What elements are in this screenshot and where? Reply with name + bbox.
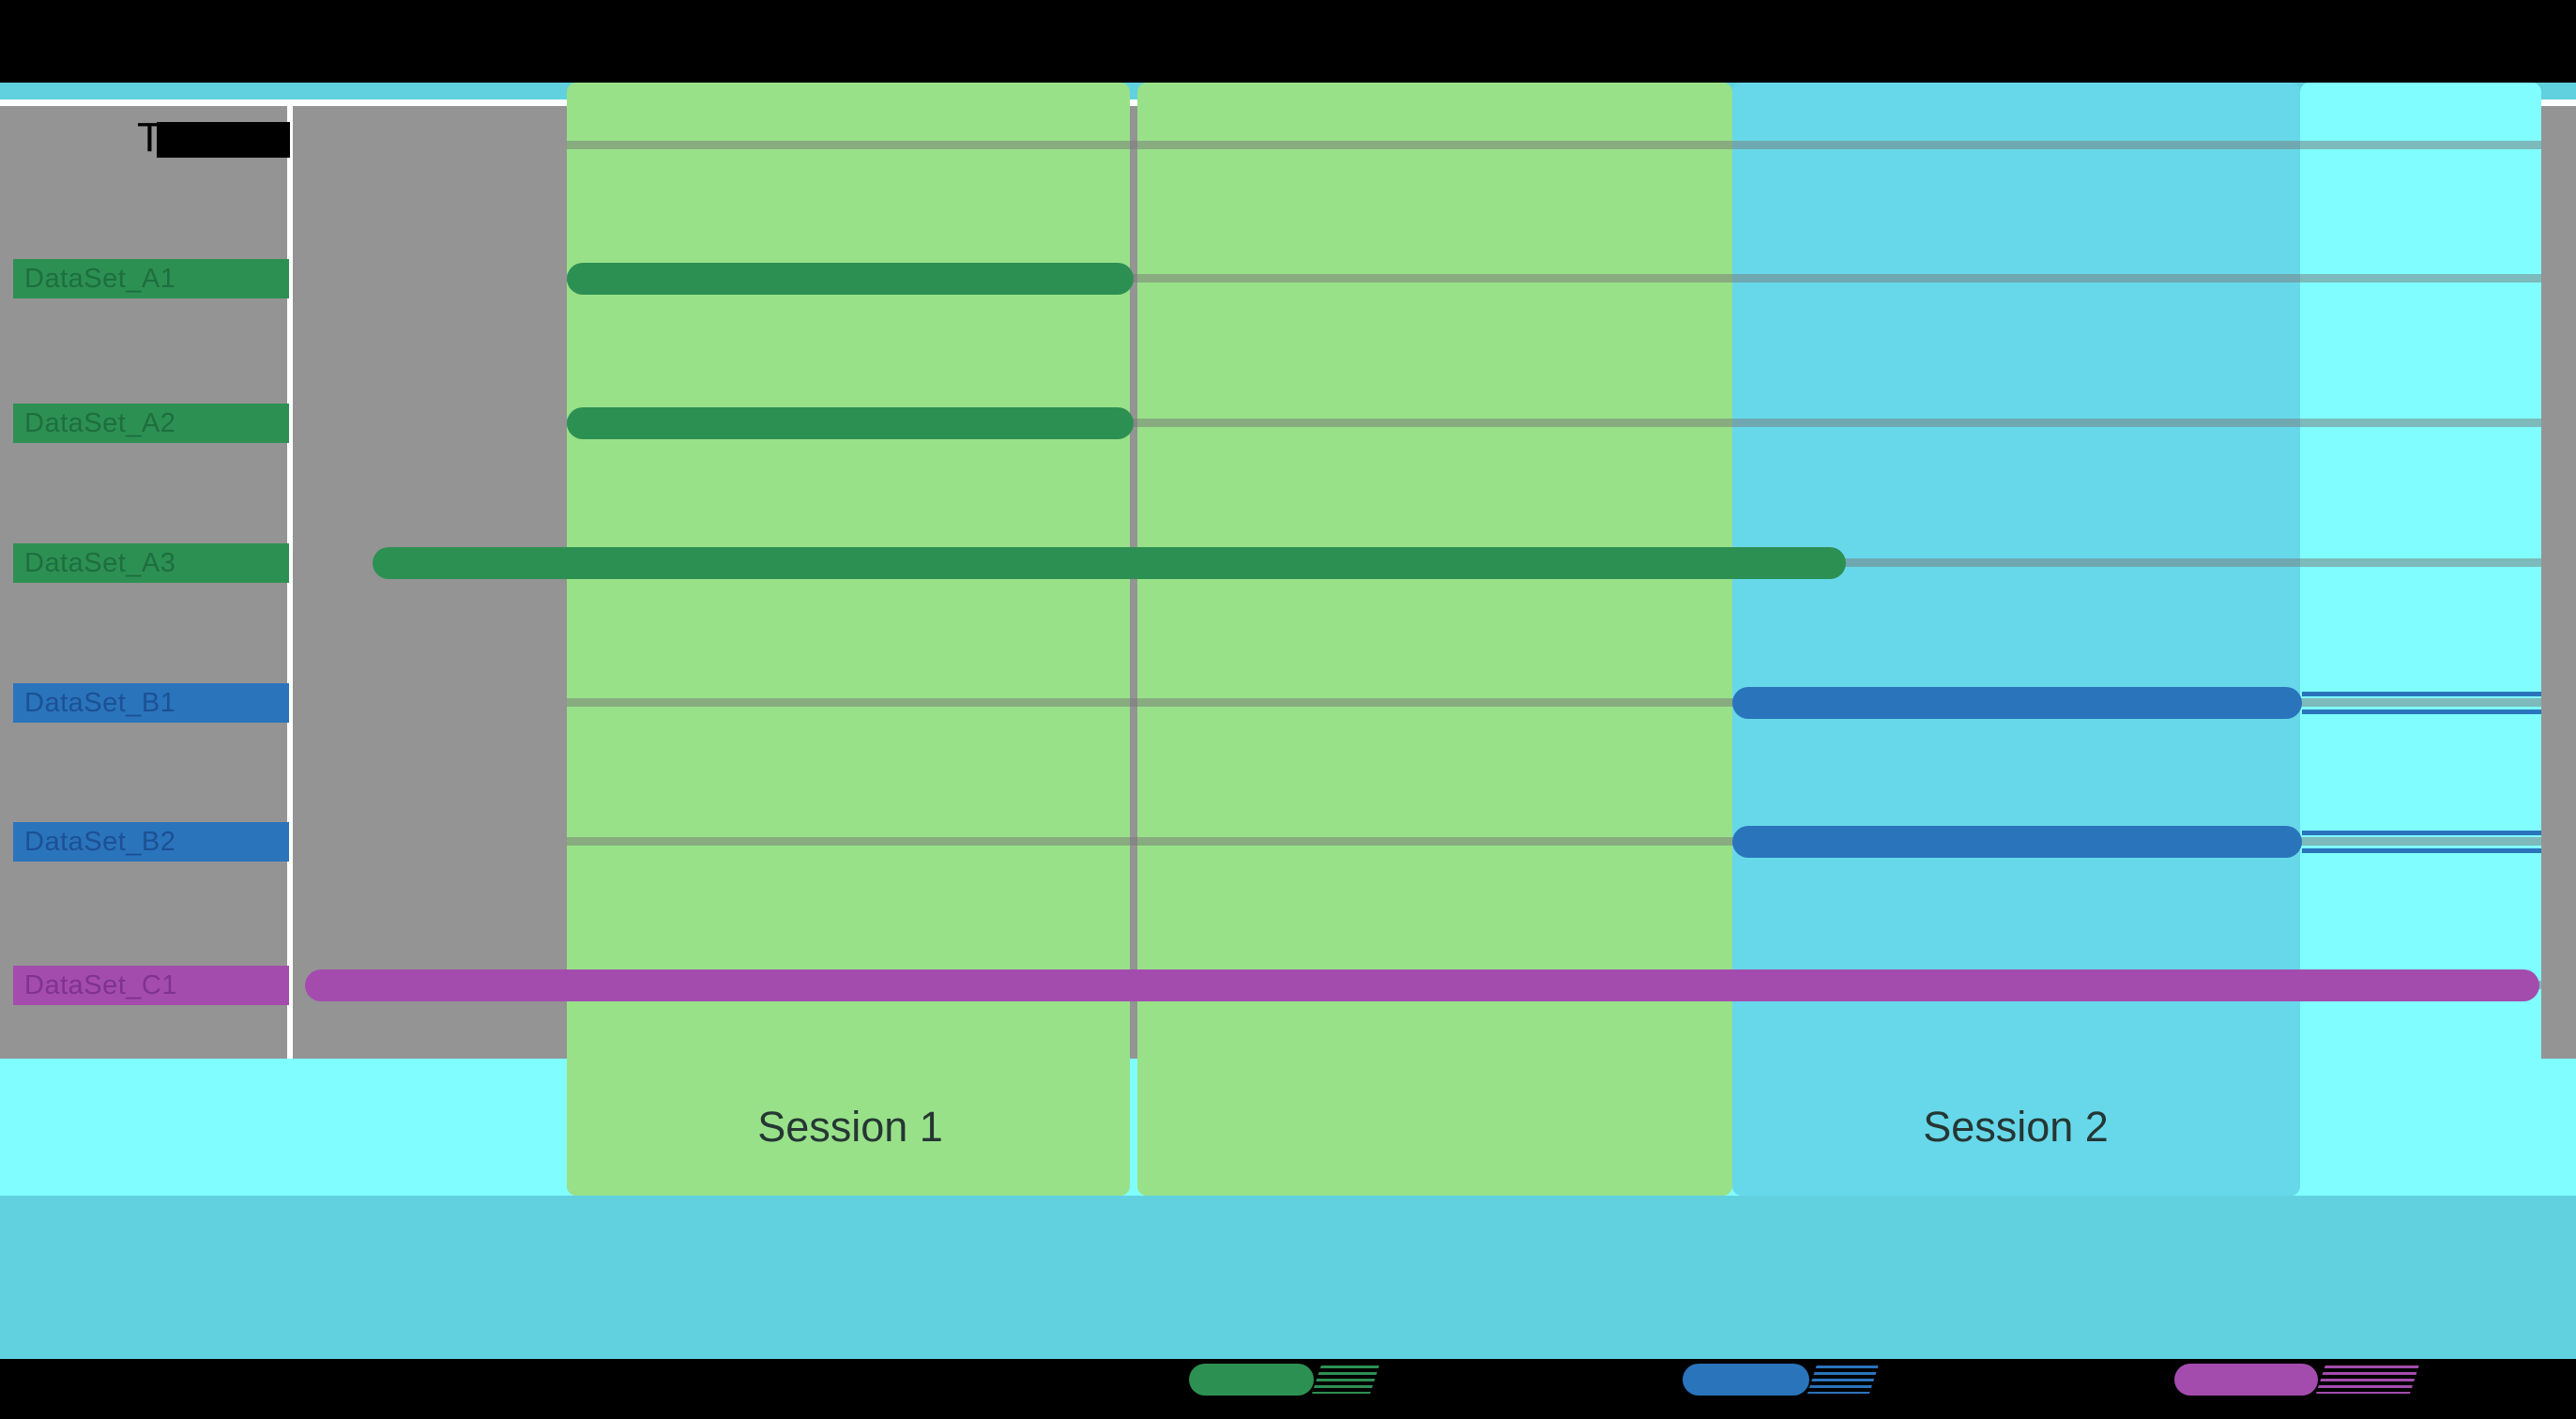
session1-label: Session 1 [757,1103,943,1151]
task-bar-dataset-a1 [567,263,1134,295]
legend-swatch-blue [1683,1364,1809,1396]
row-label-dataset-a1: DataSet_A1 [13,259,289,298]
session2-column [1732,83,2300,1196]
chart-title-obscured-box [157,122,290,158]
gridline-vertical [287,106,293,1059]
task-bar-tail-dataset-b1 [2302,692,2541,714]
legend-swatch-purple [2174,1364,2318,1396]
legend-streak-purple [2316,1366,2419,1394]
session1-column-b [1137,83,1732,1196]
task-bar-tail-dataset-b2 [2302,831,2541,853]
legend-swatch-green [1189,1364,1314,1396]
row-line-b2 [567,837,2541,846]
row-line-b1 [567,698,2541,707]
legend-streak-green [1312,1366,1379,1394]
task-bar-dataset-c1 [305,969,2539,1001]
row-label-dataset-b1: DataSet_B1 [13,683,289,723]
task-bar-dataset-b2 [1732,826,2302,858]
session1-column-a [567,83,1130,1196]
row-label-dataset-b2: DataSet_B2 [13,822,289,862]
row-label-dataset-c1: DataSet_C1 [13,966,289,1005]
task-bar-dataset-a3 [373,547,1846,579]
session2-label: Session 2 [1923,1103,2109,1151]
task-bar-dataset-a2 [567,407,1134,439]
row-label-dataset-a2: DataSet_A2 [13,404,289,443]
row-line-a2 [567,419,2541,427]
row-line-a1 [567,274,2541,282]
legend-streak-blue [1807,1366,1879,1394]
trailing-column [2300,83,2541,1196]
task-bar-dataset-b1 [1732,687,2302,719]
row-label-dataset-a3: DataSet_A3 [13,543,289,583]
row-line-header [567,141,2541,149]
